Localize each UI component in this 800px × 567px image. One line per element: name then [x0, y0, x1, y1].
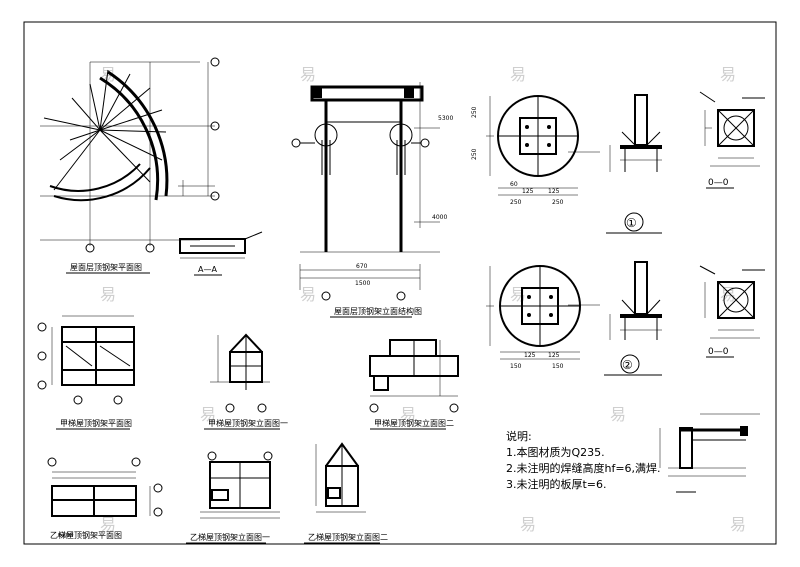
canopy-section — [659, 413, 760, 493]
svg-text:易: 易 — [610, 405, 626, 424]
svg-text:4000: 4000 — [432, 214, 447, 221]
svg-text:670: 670 — [356, 263, 368, 270]
svg-text:150: 150 — [552, 363, 564, 370]
svg-text:A—A: A—A — [198, 265, 217, 274]
title-radial-plan: 屋面层顶钢架平面图 — [70, 262, 142, 272]
svg-text:易: 易 — [100, 515, 116, 534]
svg-text:易: 易 — [300, 65, 316, 84]
radial-frame-plan: 屋面层顶钢架平面图 — [40, 57, 220, 274]
title-stair-a-plan: 甲梯屋顶钢架平面图 — [60, 418, 132, 428]
svg-text:②: ② — [622, 358, 633, 372]
svg-text:60: 60 — [510, 181, 518, 188]
watermark-layer: 易 易 易 易 易 易 易 易 易 易 易 易 易 易 — [100, 65, 746, 534]
svg-text:易: 易 — [720, 65, 736, 84]
svg-text:5300: 5300 — [438, 115, 453, 122]
svg-text:250: 250 — [471, 148, 478, 160]
stair-b-elev-2: 乙梯屋顶钢架立面图二 — [304, 442, 388, 544]
svg-text:125: 125 — [524, 352, 536, 359]
svg-text:0—0: 0—0 — [708, 347, 729, 357]
svg-text:250: 250 — [510, 199, 522, 206]
svg-text:6200: 6200 — [58, 532, 73, 539]
svg-text:易: 易 — [300, 285, 316, 304]
svg-text:1500: 1500 — [355, 280, 370, 287]
svg-text:易: 易 — [400, 405, 416, 424]
svg-text:易: 易 — [520, 515, 536, 534]
title-stair-b-elev1: 乙梯屋顶钢架立面图一 — [190, 532, 270, 542]
svg-text:250: 250 — [471, 106, 478, 118]
svg-text:125: 125 — [548, 188, 560, 195]
svg-text:125: 125 — [548, 352, 560, 359]
title-frame-elev: 屋面层顶钢架立面结构图 — [334, 306, 422, 316]
title-stair-a-elev2: 甲梯屋顶钢架立面图二 — [374, 418, 454, 428]
note-2: 2.未注明的焊缝高度hf=6,满焊. — [506, 462, 661, 475]
stair-b-elev-1: 乙梯屋顶钢架立面图一 — [186, 451, 280, 544]
stair-b-plan: 6200 乙梯屋顶钢架平面图 — [47, 457, 163, 540]
frame-elevation: 5300 4000 670 1500 屋面层顶钢架立面结构图 — [291, 82, 453, 318]
svg-text:易: 易 — [100, 285, 116, 304]
svg-text:易: 易 — [200, 405, 216, 424]
svg-text:125: 125 — [522, 188, 534, 195]
notes-block: 说明: 1.本图材质为Q235. 2.未注明的焊缝高度hf=6,满焊. 3.未注… — [506, 429, 661, 493]
notes-heading: 说明: — [506, 430, 532, 443]
section-a-a: A—A — [179, 231, 263, 276]
svg-text:150: 150 — [510, 363, 522, 370]
title-stair-a-elev1: 甲梯屋顶钢架立面图一 — [208, 418, 288, 428]
note-3: 3.未注明的板厚t=6. — [506, 478, 607, 491]
stair-a-plan: 甲梯屋顶钢架平面图 — [37, 315, 135, 430]
svg-text:0—0: 0—0 — [708, 178, 729, 188]
title-stair-b-plan: 乙梯屋顶钢架平面图 — [50, 530, 122, 540]
svg-text:250: 250 — [552, 199, 564, 206]
note-1: 1.本图材质为Q235. — [506, 446, 605, 459]
svg-text:易: 易 — [730, 515, 746, 534]
sheet-border — [23, 21, 777, 545]
stair-a-elev-1: 甲梯屋顶钢架立面图一 — [204, 333, 288, 430]
base-plate-detail-2: 125 125 150 150 0—0 ② — [486, 261, 765, 376]
base-plate-detail-1: 60 125 125 250 250 250 250 0—0 ① — [471, 91, 765, 234]
stair-a-elev-2: 甲梯屋顶钢架立面图二 — [369, 339, 459, 430]
title-stair-b-elev2: 乙梯屋顶钢架立面图二 — [308, 532, 388, 542]
svg-text:易: 易 — [510, 65, 526, 84]
svg-text:①: ① — [626, 216, 637, 230]
